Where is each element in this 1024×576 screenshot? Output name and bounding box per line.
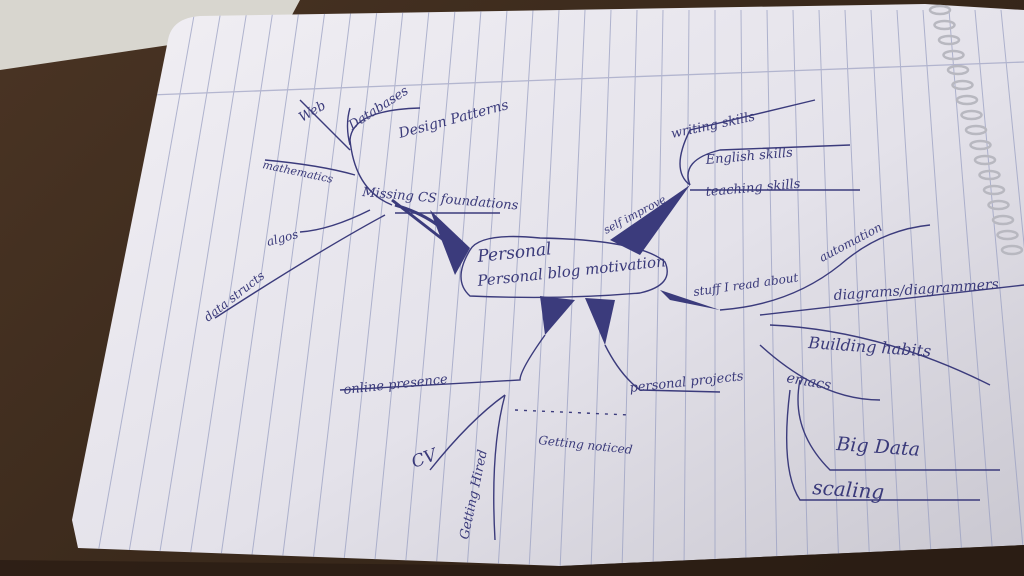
spiral-ring — [969, 139, 992, 151]
spiral-ring — [996, 229, 1019, 241]
leaf-scaling: scaling — [812, 475, 885, 504]
leaf-emacs: emacs — [785, 370, 832, 394]
notebook-page — [72, 4, 1024, 566]
spiral-ring — [942, 49, 965, 61]
spiral-ring — [951, 79, 974, 91]
spiral-ring — [1000, 244, 1024, 256]
spiral-binding — [928, 4, 1024, 256]
spiral-ring — [933, 19, 956, 31]
spiral-ring — [946, 64, 970, 76]
spiral-ring — [987, 199, 1010, 211]
spiral-ring — [982, 184, 1006, 196]
spiral-ring — [973, 154, 997, 166]
spiral-ring — [978, 169, 1001, 181]
spiral-ring — [928, 4, 952, 16]
mind-map — [214, 99, 1024, 541]
desk-bottom — [0, 545, 1024, 576]
spiral-ring — [955, 94, 979, 106]
spiral-ring — [937, 34, 961, 46]
center-bubble — [460, 235, 668, 299]
spiral-ring — [991, 214, 1015, 226]
spiral-ring — [960, 109, 983, 121]
ruled-lines — [94, 9, 1024, 566]
spiral-ring — [964, 124, 988, 136]
